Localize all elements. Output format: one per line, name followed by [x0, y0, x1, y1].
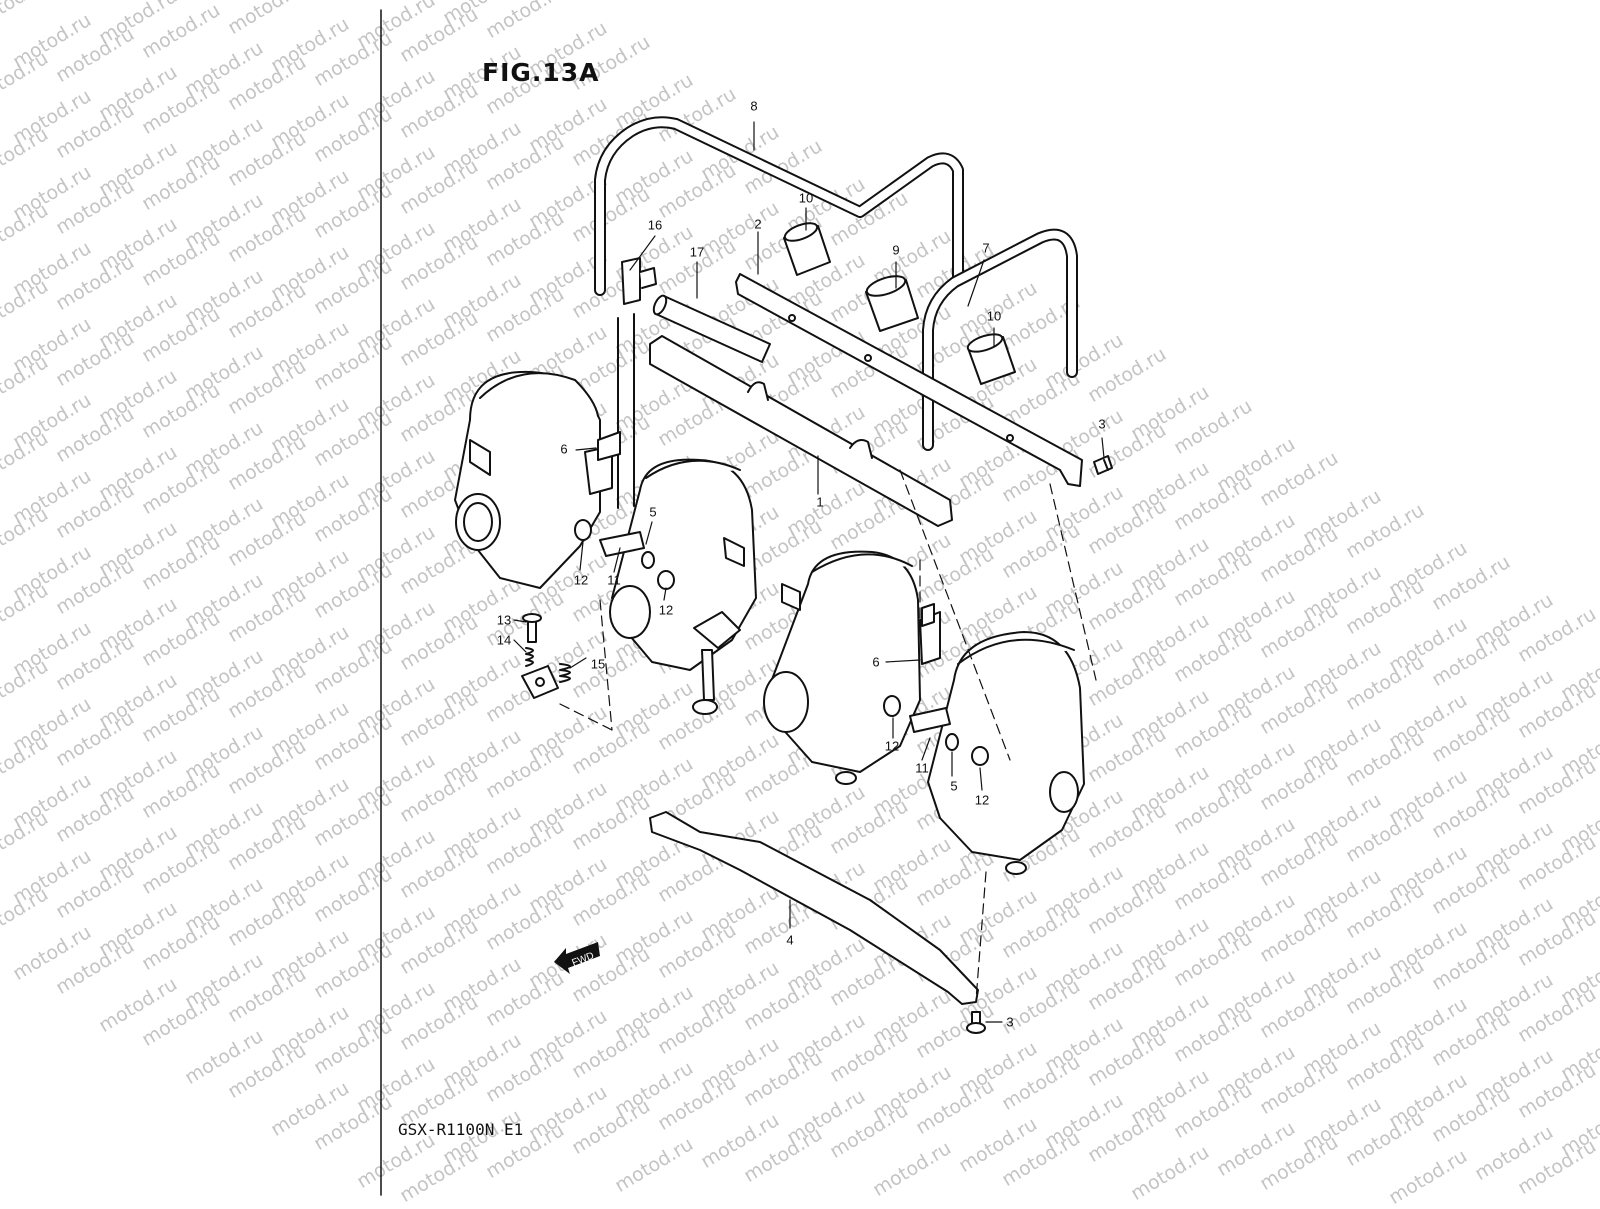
carburetor-2: [609, 458, 757, 715]
alignment-lines: [559, 469, 1097, 1001]
lower-plate-4: [649, 811, 979, 1005]
carburetor-4: [927, 631, 1085, 875]
callout-label: 11: [607, 572, 621, 588]
leader-lines: [513, 121, 1105, 1023]
rubber-cap-9: [865, 275, 919, 332]
upper-plate-1: [649, 335, 953, 527]
callout-label: 12: [573, 572, 589, 588]
throttle-stop-screw-set: [521, 613, 571, 699]
callout-label: 3: [1006, 1014, 1014, 1030]
carburetor-3: [763, 550, 941, 785]
upper-plate-2: [735, 273, 1083, 487]
callout-label: 17: [689, 244, 705, 260]
vent-tube-8: [594, 116, 964, 296]
callout-label: 11: [915, 760, 929, 776]
screw-3-lower: [966, 1011, 986, 1034]
figure-title: FIG.13A: [482, 58, 600, 87]
model-code: GSX-R1100N E1: [398, 1120, 524, 1139]
callout-label: 16: [647, 217, 663, 233]
callout-label: 10: [986, 308, 1002, 324]
callout-label: 13: [496, 612, 512, 628]
rubber-cap-10-upper: [783, 222, 831, 276]
screw-3-upper: [1093, 455, 1113, 475]
callout-label: 4: [786, 932, 794, 948]
callout-label: 7: [982, 240, 990, 256]
callout-label: 2: [754, 216, 762, 232]
tee-fitting-16: [621, 257, 657, 305]
callout-label: 9: [892, 242, 900, 258]
callout-label: 14: [496, 632, 512, 648]
vertical-vent-hose: [617, 313, 635, 509]
callout-label: 5: [950, 778, 958, 794]
rubber-cap-10-lower: [966, 333, 1016, 385]
callout-label: 12: [884, 738, 900, 754]
carburetor-1: [454, 370, 621, 589]
callout-label: 1: [816, 494, 824, 510]
callout-label: 6: [560, 441, 568, 457]
callout-label: 12: [658, 602, 674, 618]
callout-label: 3: [1098, 416, 1106, 432]
callout-label: 10: [798, 190, 814, 206]
callout-label: 15: [590, 656, 606, 672]
jet-fittings: [574, 519, 989, 766]
callout-label: 5: [649, 504, 657, 520]
callout-label: 12: [974, 792, 990, 808]
forward-direction-arrow: FWD: [554, 942, 600, 974]
callout-label: 6: [872, 654, 880, 670]
callout-label: 8: [750, 98, 758, 114]
